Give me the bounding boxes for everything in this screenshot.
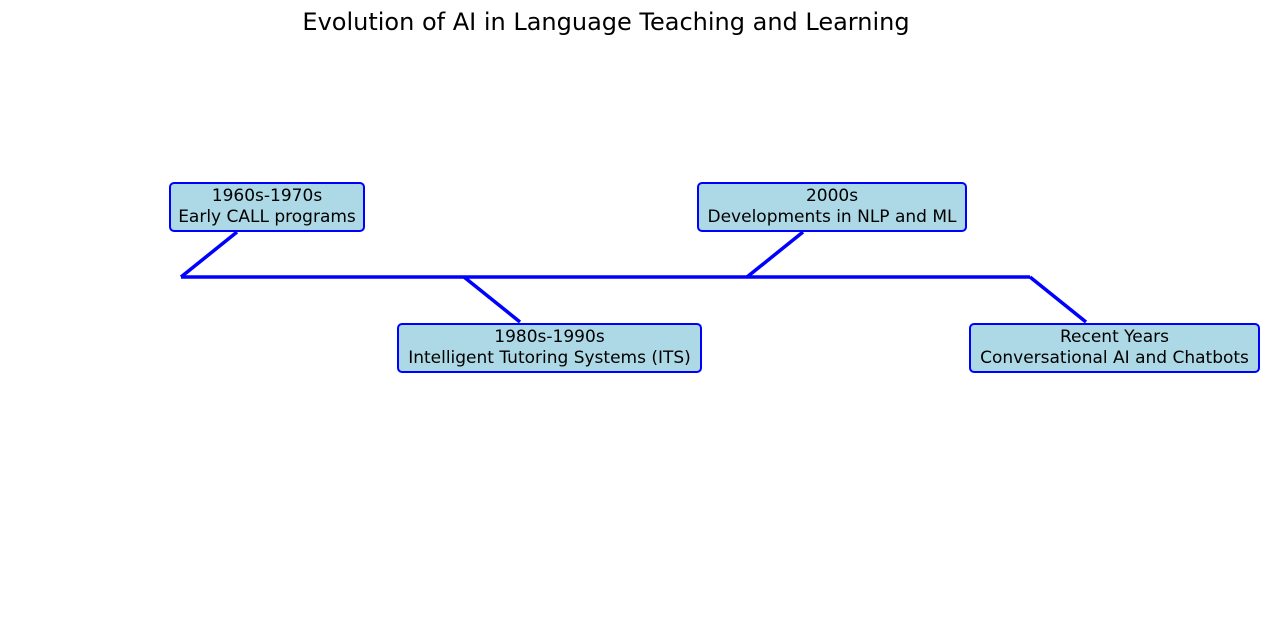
timeline-connector bbox=[179, 230, 239, 279]
event-description: Early CALL programs bbox=[178, 207, 356, 227]
timeline-connectors bbox=[179, 230, 1088, 324]
event-description: Intelligent Tutoring Systems (ITS) bbox=[408, 348, 691, 368]
event-description: Developments in NLP and ML bbox=[707, 207, 957, 227]
event-description: Conversational AI and Chatbots bbox=[980, 348, 1249, 368]
event-period: Recent Years bbox=[1059, 327, 1169, 347]
event-period: 1980s-1990s bbox=[494, 327, 605, 347]
event-period: 1960s-1970s bbox=[211, 186, 323, 206]
event-period: 2000s bbox=[805, 186, 859, 206]
timeline-connector bbox=[745, 230, 805, 279]
timeline-connector bbox=[462, 275, 522, 324]
timeline-connector bbox=[1028, 275, 1088, 324]
diagram-title: Evolution of AI in Language Teaching and… bbox=[302, 8, 910, 36]
